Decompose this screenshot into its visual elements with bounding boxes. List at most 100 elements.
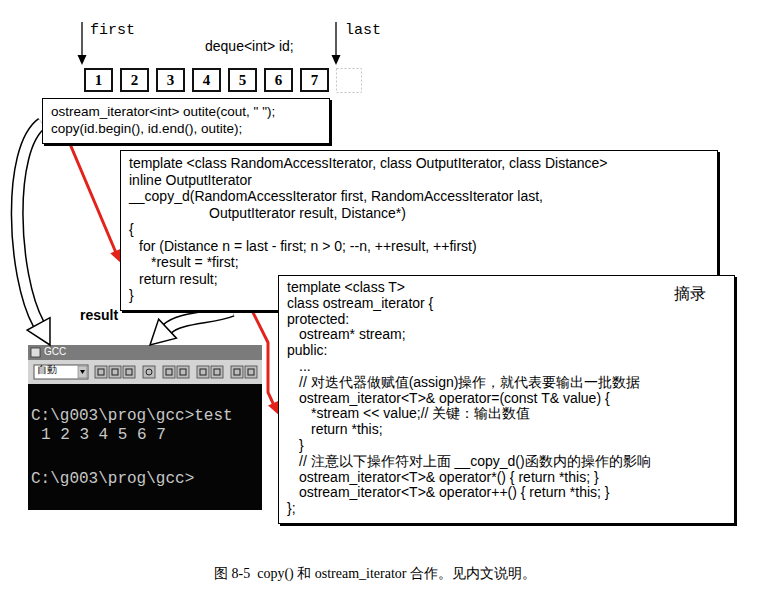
iterator-label: first xyxy=(90,22,135,39)
code-line: { xyxy=(129,221,709,238)
code-line: }; xyxy=(287,501,726,517)
element-box: 5 xyxy=(228,68,257,92)
console-toolbar xyxy=(28,360,262,384)
code-line: copy(id.begin(), id.end(), outite); xyxy=(51,120,321,137)
window-icon xyxy=(31,348,40,357)
code-line: *stream << value;// 关键：输出数值 xyxy=(287,406,726,422)
toolbar-glyph xyxy=(112,369,118,375)
element-box: 2 xyxy=(120,68,149,92)
figure-caption: 图 8-5 copy() 和 ostream_iterator 合作。见内文说明… xyxy=(0,565,750,583)
toolbar-icon xyxy=(163,366,175,378)
toolbar-icon xyxy=(245,366,257,378)
code-box: ostream_iterator<int> outite(cout, " ");… xyxy=(42,98,330,144)
toolbar-icon xyxy=(109,366,121,378)
code-line: // 对迭代器做赋值(assign)操作，就代表要输出一批数据 xyxy=(287,375,726,391)
element-value: 5 xyxy=(230,70,255,90)
code-line: OutputIterator result, Distance*) xyxy=(129,205,709,222)
code-line: for (Distance n = last - first; n > 0; -… xyxy=(129,238,709,255)
code-line: ... xyxy=(287,359,726,375)
code-line: } xyxy=(287,438,726,454)
code-line: *result = *first; xyxy=(129,254,709,271)
element-box: 3 xyxy=(156,68,185,92)
code-line: __copy_d(RandomAccessIterator first, Ran… xyxy=(129,188,709,205)
pointer-head xyxy=(78,55,87,65)
toolbar-glyph xyxy=(126,369,132,375)
element-value: 7 xyxy=(302,70,327,90)
end-slot xyxy=(337,69,362,93)
toolbar-glyphs xyxy=(98,369,254,375)
console-titlebar xyxy=(28,345,262,360)
flow-line xyxy=(70,144,116,253)
dropdown-button xyxy=(78,366,87,378)
element-box: 1 xyxy=(84,68,113,92)
toolbar-glyph xyxy=(234,369,240,375)
flow-arrow xyxy=(70,144,120,262)
console-window: GCC 自動 C:\g003\prog\gcc>test1 2 3 4 5 6 7 C… xyxy=(28,345,262,510)
arrow-head xyxy=(110,249,120,262)
code-line: protected: xyxy=(287,312,726,328)
hollow-arrow xyxy=(150,311,232,346)
arrow-outline xyxy=(168,311,232,329)
toolbar-icon xyxy=(177,366,189,378)
toolbar-icon xyxy=(143,366,155,378)
code-line: inline OutputIterator xyxy=(129,172,709,189)
code-line: template <class T> xyxy=(287,280,726,296)
flow-arrow xyxy=(252,311,278,415)
toolbar-glyph xyxy=(180,369,186,375)
code-line: // 注意以下操作符对上面 __copy_d()函数内的操作的影响 xyxy=(287,454,726,470)
code-line: ostream_iterator<int> outite(cout, " "); xyxy=(51,103,321,120)
toolbar-icon xyxy=(211,366,223,378)
element-box: 6 xyxy=(264,68,293,92)
code-line: ostream_iterator<T>& operator*() { retur… xyxy=(287,470,726,486)
console-screen xyxy=(28,345,262,510)
toolbar-glyph xyxy=(98,369,104,375)
arrow-head xyxy=(27,318,50,345)
dropdown-arrow xyxy=(80,370,85,374)
code-box: template <class T>class ostream_iterator… xyxy=(278,275,735,524)
font-setting: 自動 xyxy=(37,364,57,376)
pointer-line xyxy=(335,22,336,56)
element-box: 4 xyxy=(192,68,221,92)
toolbar-glyph xyxy=(214,369,220,375)
window-title: GCC xyxy=(44,346,66,358)
toolbar-glyph xyxy=(166,369,172,375)
arrow-head xyxy=(150,319,176,345)
code-line: public: xyxy=(287,343,726,359)
toolbar-glyph xyxy=(146,369,152,375)
code-line: ostream* stream; xyxy=(287,327,726,343)
toolbar-icon xyxy=(123,366,135,378)
toolbar-icon xyxy=(95,366,107,378)
element-value: 1 xyxy=(86,70,111,90)
toolbar-icon xyxy=(197,366,209,378)
toolbar-icons xyxy=(95,366,257,378)
toolbar-glyph xyxy=(248,369,254,375)
output-label: result xyxy=(80,307,118,323)
code-line: return *this; xyxy=(287,422,726,438)
declaration-label: deque<int> id; xyxy=(205,38,294,54)
toolbar-icon xyxy=(231,366,243,378)
arrow-body xyxy=(17,123,42,324)
element-value: 2 xyxy=(122,70,147,90)
code-line: ostream_iterator<T>& operator++() { retu… xyxy=(287,485,726,501)
pointer-head xyxy=(332,55,341,65)
element-box: 7 xyxy=(300,68,329,92)
element-value: 3 xyxy=(158,70,183,90)
code-line: ostream_iterator<T>& operator=(const T& … xyxy=(287,391,726,407)
iterator-label: last xyxy=(345,22,381,39)
pointer-line xyxy=(81,22,82,56)
flow-line xyxy=(252,311,274,406)
code-line: class ostream_iterator { xyxy=(287,296,726,312)
code-line: template <class RandomAccessIterator, cl… xyxy=(129,155,709,172)
console-text: C:\g003\prog\gcc>test xyxy=(31,407,233,425)
excerpt-tag: 摘录 xyxy=(674,284,706,304)
arrow-head xyxy=(268,401,278,414)
arrow-body xyxy=(168,311,232,329)
element-value: 4 xyxy=(194,70,219,90)
element-value: 6 xyxy=(266,70,291,90)
console-text: C:\g003\prog\gcc> xyxy=(31,470,194,488)
console-text: 1 2 3 4 5 6 7 xyxy=(41,426,166,444)
hollow-arrow xyxy=(17,123,50,345)
toolbar-glyph xyxy=(200,369,206,375)
arrow-outline xyxy=(17,123,42,324)
